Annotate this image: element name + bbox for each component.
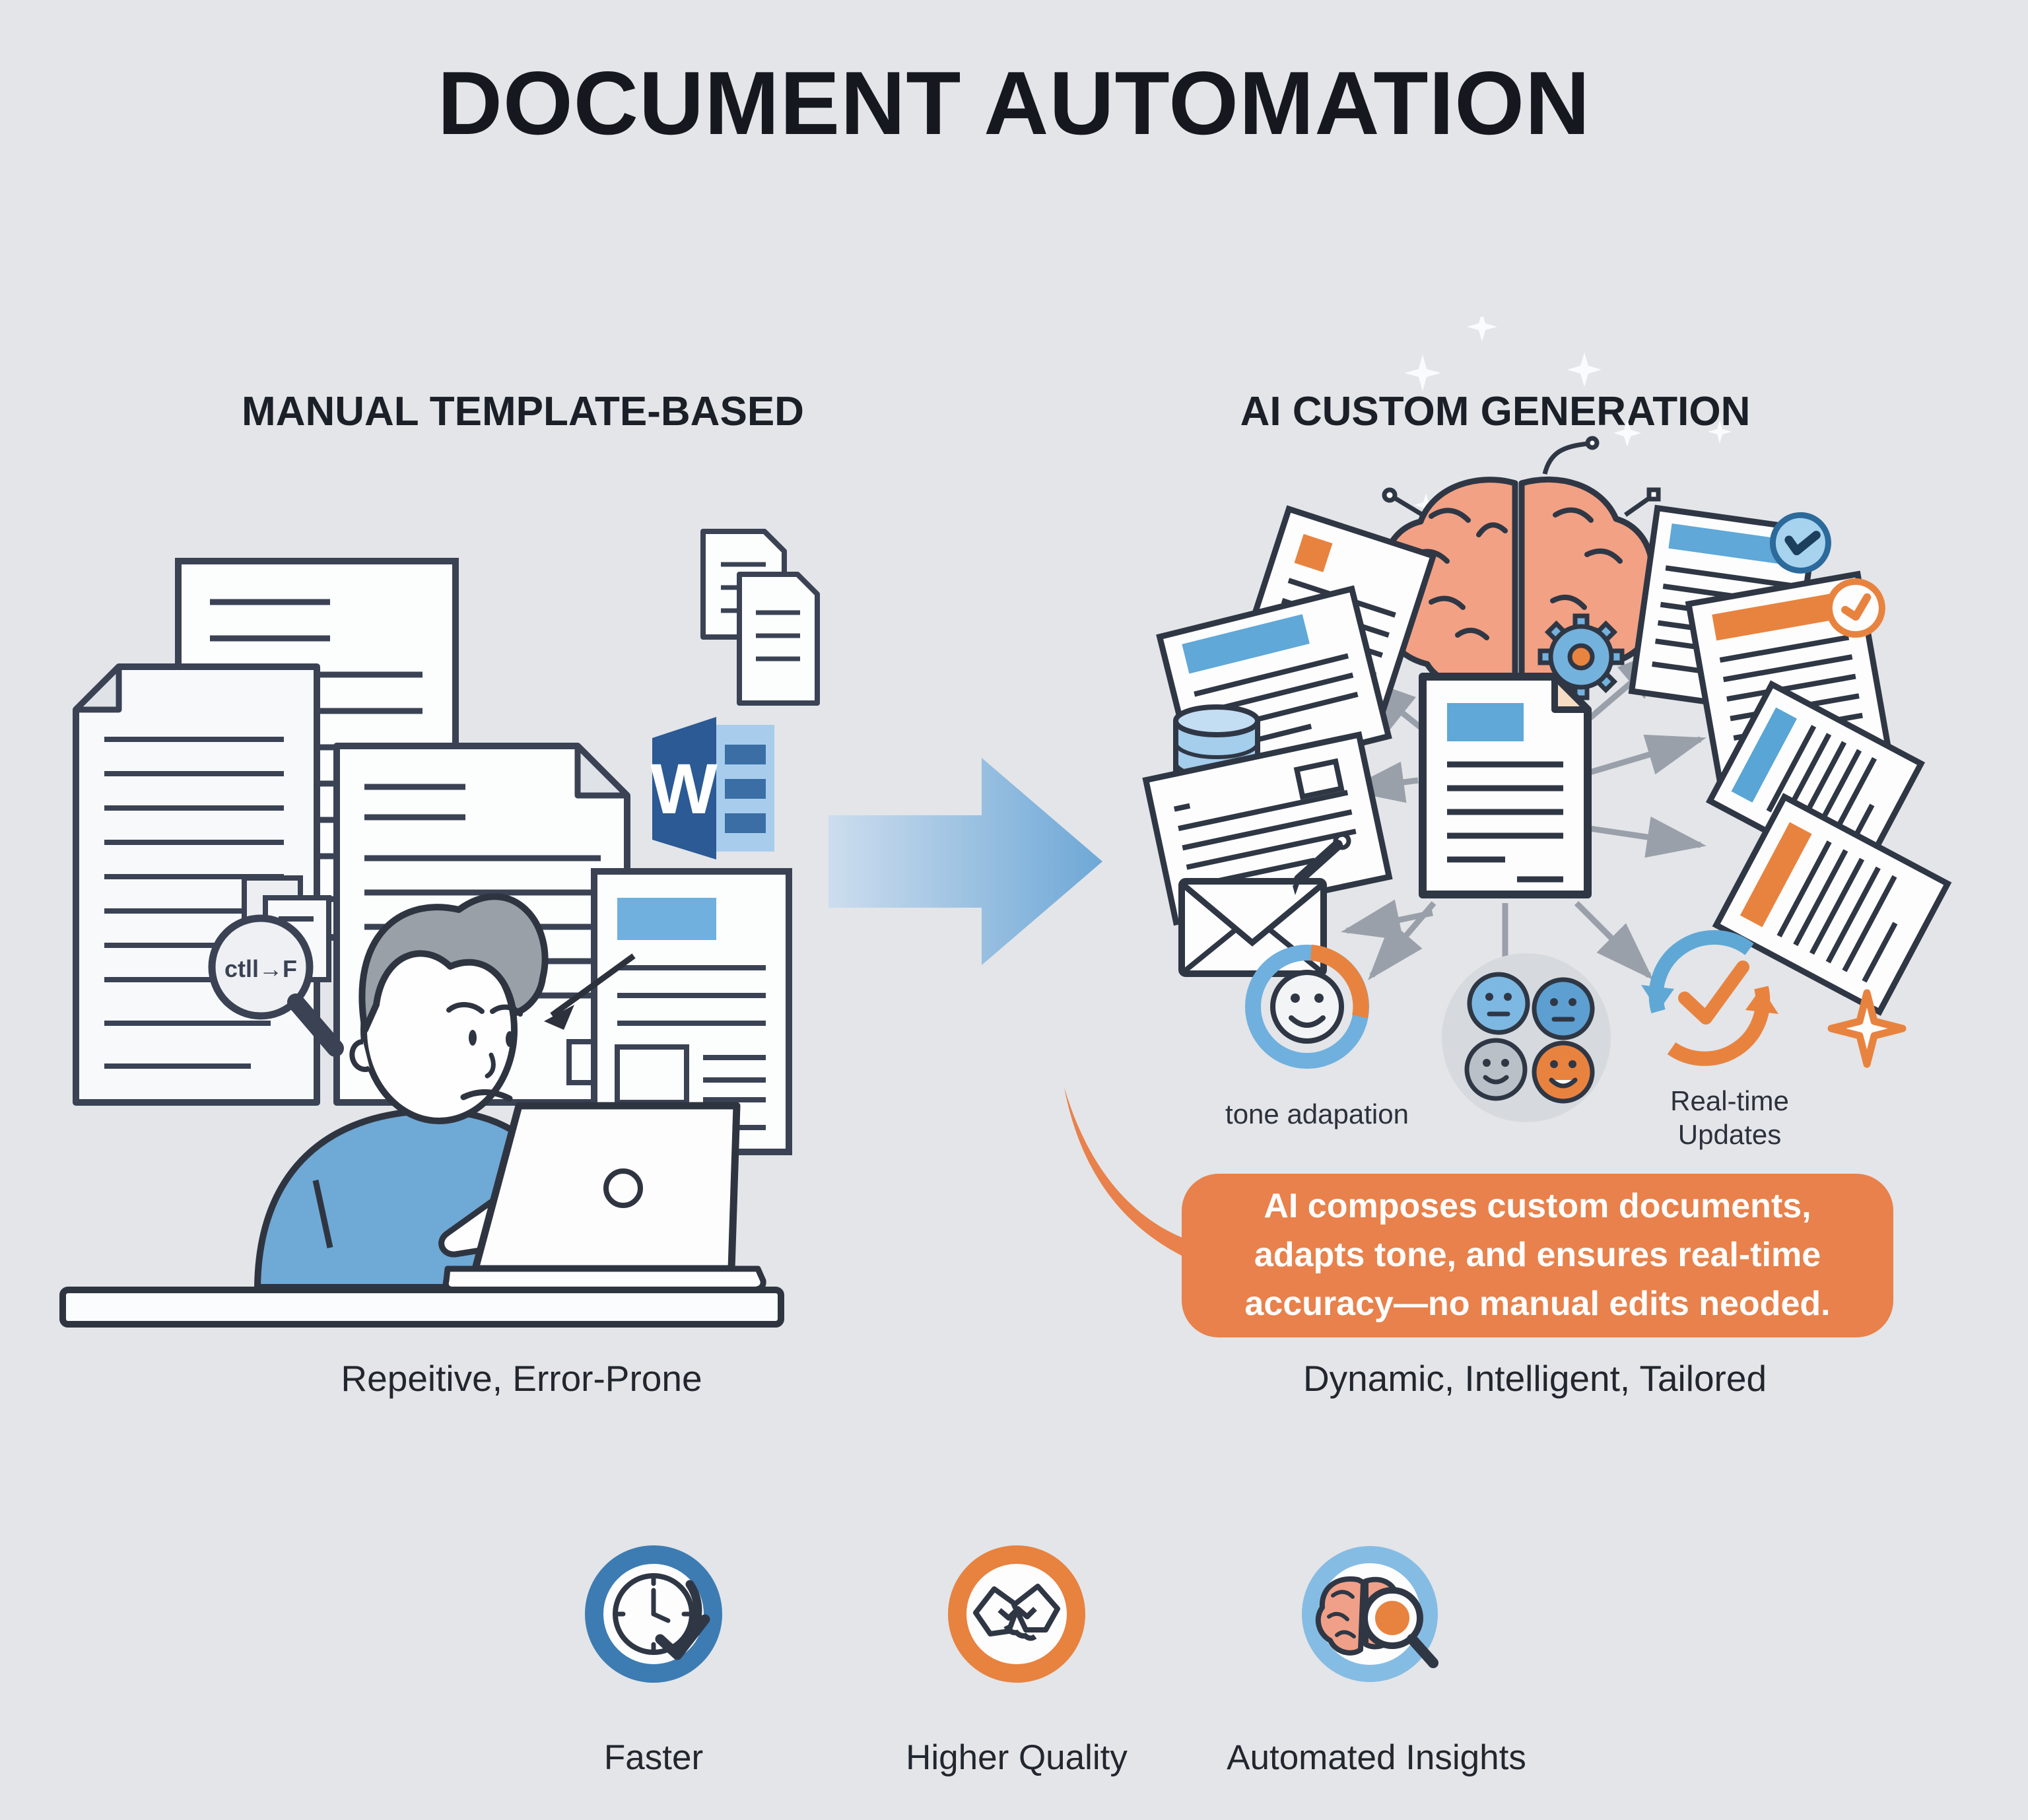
- benefit-label-faster: Faster: [603, 1738, 704, 1777]
- ai-callout-bubble: AI composes custom documents, adapts ton…: [1182, 1174, 1893, 1337]
- master-document-icon: [1419, 673, 1592, 898]
- audience-faces-icon: [1442, 953, 1611, 1122]
- brain-magnifier-icon: [1302, 1546, 1438, 1682]
- clock-icon: [585, 1545, 722, 1683]
- source-document-plain-icon: [1142, 731, 1393, 926]
- generated-document-orange-icon: [1712, 793, 1952, 1016]
- laptop-icon: [442, 1102, 766, 1293]
- desk-illustration: [59, 1287, 784, 1328]
- magic-sparkle-icon: [1827, 989, 1907, 1068]
- manual-scene-illustration: W: [59, 529, 820, 1328]
- svg-text:ctll→F: ctll→F: [224, 955, 297, 982]
- realtime-updates-label: Real-time Updates: [1670, 1085, 1789, 1151]
- realtime-updates-icon: [1641, 930, 1778, 1066]
- heading-ai-custom: AI CUSTOM GENERATION: [1240, 389, 1751, 434]
- handshake-icon: [948, 1545, 1085, 1683]
- ctrl-f-search-icon: ctll→F: [208, 875, 344, 1057]
- manual-caption: Repeitive, Error-Prone: [341, 1358, 702, 1399]
- transformation-arrow-icon: [828, 758, 1102, 965]
- heading-manual-template: MANUAL TEMPLATE-BASED: [242, 389, 804, 434]
- tone-adaptation-label: tone adapation: [1225, 1098, 1409, 1129]
- svg-text:W: W: [650, 749, 718, 828]
- generated-document-blue-icon: [1705, 680, 1926, 885]
- ai-caption: Dynamic, Intelligent, Tailored: [1302, 1358, 1767, 1399]
- ai-generation-illustration: [1142, 317, 1952, 1122]
- page-title: DOCUMENT AUTOMATION: [437, 53, 1591, 153]
- word-app-icon: W: [650, 717, 774, 859]
- ai-callout-text: AI composes custom documents, adapts ton…: [1244, 1187, 1831, 1323]
- tone-adaptation-icon: [1245, 945, 1369, 1069]
- copies-icon: [700, 529, 820, 706]
- benefit-label-higher-quality: Higher Quality: [906, 1738, 1128, 1777]
- pointer-arrow-icon: [544, 953, 636, 1030]
- benefit-label-automated-insights: Automated Insights: [1227, 1738, 1526, 1777]
